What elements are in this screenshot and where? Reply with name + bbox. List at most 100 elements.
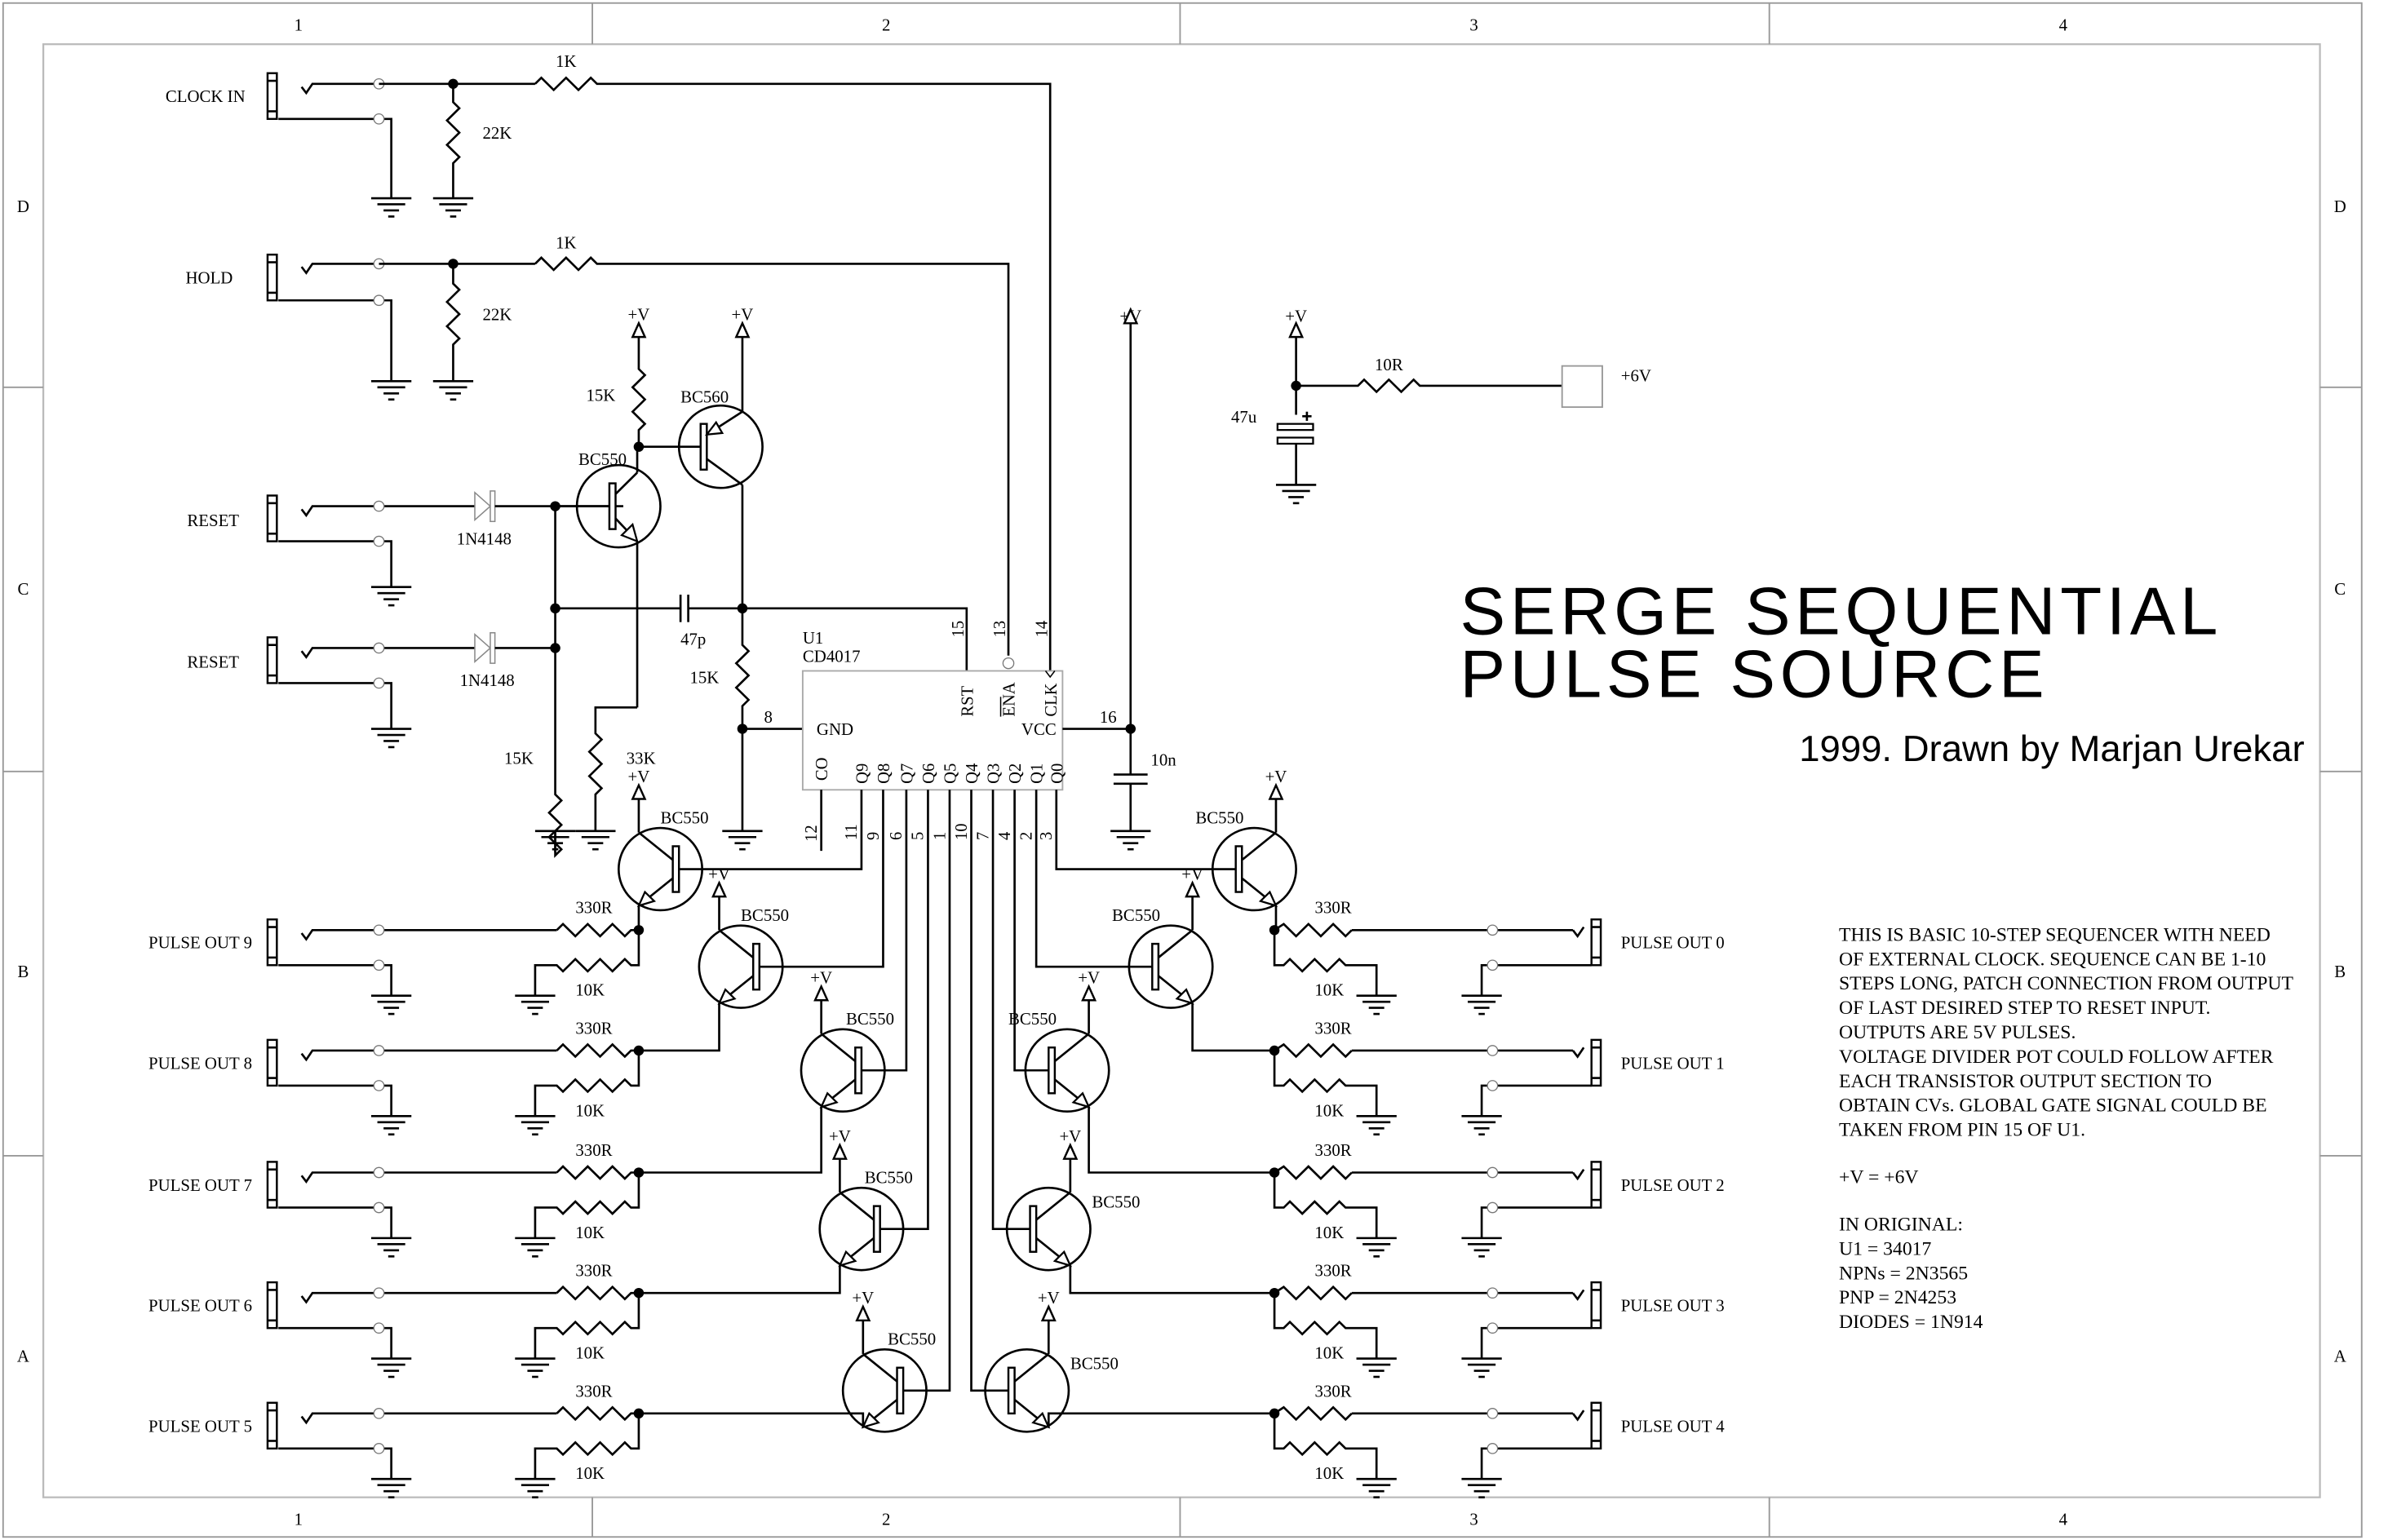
- pin-number: 4: [996, 831, 1014, 840]
- jack-icon: [266, 72, 278, 121]
- output-label: PULSE OUT 0: [1621, 935, 1725, 953]
- output-label: PULSE OUT 8: [148, 1055, 252, 1073]
- ground-icon: [432, 379, 475, 401]
- transistor-label: BC550: [1112, 907, 1160, 925]
- output-label: PULSE OUT 1: [1621, 1055, 1725, 1073]
- supply-label: +V: [810, 970, 832, 988]
- transistor-label: BC550: [865, 1170, 913, 1188]
- resistor-label: 330R: [575, 1263, 612, 1281]
- resistor-label: 330R: [1315, 900, 1352, 918]
- output-channel: PULSE OUT 5 330R 10K +V BC550: [148, 790, 951, 1498]
- output-label: PULSE OUT 3: [1621, 1298, 1725, 1316]
- diode-label: 1N4148: [460, 672, 515, 690]
- output-label: PULSE OUT 5: [148, 1418, 252, 1436]
- input-reset-2: RESET 1N4148: [187, 632, 556, 749]
- credit-line: 1999. Drawn by Marjan Urekar: [1799, 728, 2304, 769]
- power-input: +V 10R +6V 47u: [1231, 308, 1651, 505]
- resistor-330r: [556, 922, 639, 938]
- resistor-label: 330R: [1315, 1263, 1352, 1281]
- original-part-line: NPNs = 2N3565: [1839, 1263, 1968, 1284]
- resistor-10k: [1273, 930, 1378, 996]
- ground-icon: [1460, 1357, 1504, 1378]
- jack-icon: [266, 1281, 278, 1330]
- resistor-15k: [547, 770, 564, 858]
- resistor-1k: [534, 256, 1010, 656]
- diode-label: 1N4148: [457, 530, 512, 548]
- ground-icon: [370, 1357, 413, 1378]
- resistor-330r: [1274, 1285, 1353, 1301]
- resistor-10k: [534, 930, 640, 996]
- transistor-npn-icon: [1128, 924, 1214, 1009]
- pin-number: 7: [974, 832, 992, 840]
- resistor-label: 330R: [575, 1383, 612, 1401]
- resistor-10k: [534, 1050, 640, 1117]
- supply-label: +V: [708, 866, 730, 884]
- resistor-15k: [631, 337, 647, 447]
- supply-label: +V: [732, 307, 754, 325]
- transistor-label: BC550: [1092, 1194, 1140, 1212]
- note-line: EACH TRANSISTOR OUTPUT SECTION TO: [1839, 1071, 2212, 1092]
- resistor-label: 10K: [575, 1345, 605, 1363]
- output-label: PULSE OUT 6: [148, 1298, 252, 1316]
- pin-name: GND: [817, 721, 853, 739]
- notes-block: THIS IS BASIC 10-STEP SEQUENCER WITH NEE…: [1839, 925, 2293, 1334]
- original-part-line: PNP = 2N4253: [1839, 1287, 1956, 1308]
- input-label: RESET: [187, 512, 239, 530]
- transistor-label: BC550: [1070, 1356, 1119, 1374]
- pin-name: Q6: [920, 763, 938, 784]
- ic-ref: U1: [803, 630, 823, 648]
- ground-icon: [1460, 994, 1504, 1016]
- resistor-label: 15K: [689, 670, 719, 688]
- grid-row-label: A: [17, 1348, 29, 1365]
- input-label: CLOCK IN: [166, 88, 246, 106]
- pin-number: 8: [764, 709, 772, 727]
- transistor-label: BC550: [741, 907, 789, 925]
- jack-icon: [266, 494, 278, 542]
- transistor-label: BC550: [660, 810, 708, 828]
- supply-label: +V: [1119, 308, 1141, 326]
- resistor-10k: [534, 1172, 640, 1238]
- vplus-icon: [832, 1144, 848, 1160]
- resistor-label: 1K: [556, 235, 577, 253]
- jack-icon: [1590, 918, 1602, 967]
- ground-icon: [1355, 1357, 1398, 1378]
- vplus-icon: [711, 882, 727, 898]
- resistor-33k: [587, 706, 638, 831]
- grid-col-label: 2: [882, 1511, 890, 1529]
- grid-col-label: 1: [295, 17, 303, 35]
- resistor-10k: [534, 1293, 640, 1359]
- grid-row-label: B: [2334, 963, 2346, 981]
- input-hold: HOLD 22K 1K: [185, 235, 1010, 656]
- resistor-label: 10K: [575, 1102, 605, 1120]
- ground-icon: [574, 830, 617, 851]
- resistor-22k: [445, 83, 461, 199]
- transistor-npn-icon: [984, 1348, 1070, 1433]
- resistor-330r: [556, 1165, 639, 1180]
- jack-icon: [266, 253, 278, 302]
- resistor-label: 10K: [575, 1224, 605, 1242]
- jack-icon: [266, 1401, 278, 1450]
- ground-icon: [513, 1477, 556, 1498]
- jack-icon: [266, 918, 278, 967]
- jack-contact: [373, 113, 385, 125]
- resistor-10k: [1273, 1172, 1378, 1238]
- ground-icon: [1274, 484, 1318, 505]
- resistor-label: 10K: [575, 1465, 605, 1483]
- ground-icon: [720, 830, 764, 851]
- ground-icon: [1460, 1115, 1504, 1136]
- pin-name: RST: [959, 686, 977, 717]
- resistor-label: 330R: [1315, 1142, 1352, 1160]
- pin-number: 12: [803, 825, 821, 842]
- pin-number: 13: [991, 621, 1009, 638]
- output-label: PULSE OUT 9: [148, 935, 252, 953]
- note-line: VOLTAGE DIVIDER POT COULD FOLLOW AFTER: [1839, 1047, 2274, 1068]
- ic-top-pins: RST ENA CLK 15 13 14: [950, 620, 1061, 716]
- electrolytic-cap-icon: [1276, 411, 1314, 445]
